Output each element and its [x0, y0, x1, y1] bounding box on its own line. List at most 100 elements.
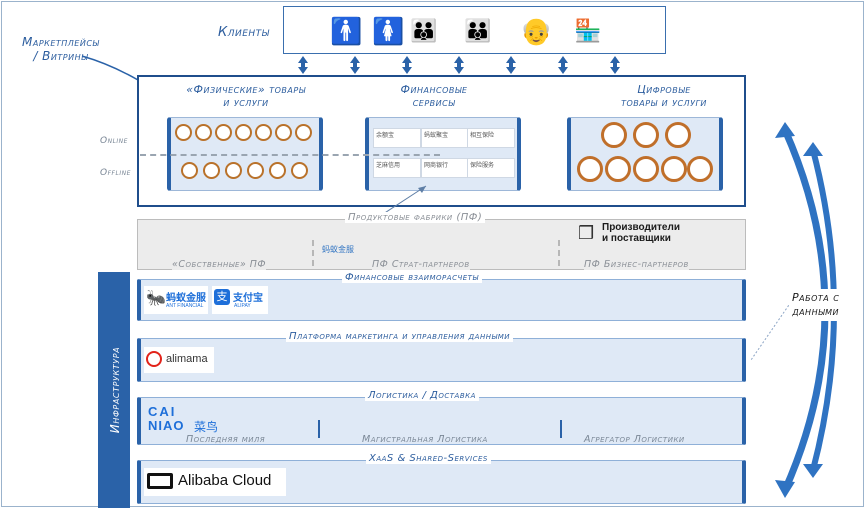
- fin-logo-chip: 余额宝: [373, 128, 421, 148]
- logistics-bar: [137, 397, 746, 445]
- xaas-title: XaaS & Shared-Services: [366, 453, 491, 464]
- digital-service-logo-icon: [605, 156, 631, 182]
- adult-icon: 🚹: [330, 16, 363, 46]
- fin-logo-chip: 相互保险: [467, 128, 515, 148]
- ant-financial-en: ANT FINANCIAL: [166, 303, 204, 309]
- digital-service-logo-icon: [661, 156, 687, 182]
- last-mile-label: Последняя миля: [186, 434, 266, 445]
- infrastructure-band: [98, 272, 130, 508]
- marketplaces-pointer: [81, 55, 139, 81]
- infrastructure-label: Инфраструктура: [108, 346, 122, 434]
- alipay-cn: 支付宝: [233, 293, 263, 304]
- marketplaces-label-line2: / Витрины: [33, 49, 89, 63]
- offline-label: Offline: [100, 168, 131, 178]
- marketing-platform-bar: [137, 338, 746, 382]
- alibaba-cloud-icon: [147, 473, 173, 489]
- digital-goods-line2: товары и услуги: [621, 96, 707, 109]
- ant-small-logo: 蚂蚁金服: [322, 245, 354, 254]
- store-logo-icon: [269, 162, 286, 179]
- cainiao-line1: CAI: [148, 404, 177, 419]
- producers-line2: и поставщики: [602, 233, 671, 244]
- producers-label: Производители и поставщики: [602, 222, 680, 244]
- store-logo-icon: [225, 162, 242, 179]
- fin-settlements-title: Финансовые взаиморасчеты: [342, 272, 482, 283]
- producers-line1: Производители: [602, 222, 680, 233]
- physical-goods-line2: и услуги: [223, 96, 269, 109]
- product-factories-title: Продуктовые фабрики (ПФ): [345, 212, 486, 223]
- data-work-line1: Работа с: [792, 291, 840, 304]
- data-work-line2: данными: [792, 305, 840, 318]
- fin-logo-chip: 保险服务: [467, 158, 515, 178]
- own-pf-label: «Собственные» ПФ: [172, 259, 267, 270]
- trunk-logistics-label: Магистральная Логистика: [362, 434, 488, 445]
- digital-service-logo-icon: [633, 156, 659, 182]
- ant-financial-cn: 蚂蚁金服: [166, 293, 206, 304]
- physical-goods-title: «Физические» товары и услуги: [171, 83, 321, 109]
- logistics-divider: [318, 420, 320, 438]
- alimama-icon: [146, 351, 162, 367]
- data-work-label: Работа с данными: [789, 289, 843, 321]
- marketplace-logo-icon: [235, 124, 252, 141]
- alipay-icon: 支: [214, 289, 230, 305]
- boxes-icon: ❒: [578, 223, 595, 243]
- digital-service-logo-icon: [601, 122, 627, 148]
- digital-service-logo-icon: [577, 156, 603, 182]
- cainiao-logo: CAI NIAO 菜鸟: [146, 404, 220, 434]
- marketplace-logo-icon: [275, 124, 292, 141]
- pf-divider: [558, 240, 560, 266]
- alipay-logo: 支 支付宝 ALIPAY: [212, 286, 268, 314]
- marketplace-logo-icon: [195, 124, 212, 141]
- financial-services-title: Финансовые сервисы: [379, 83, 489, 109]
- ant-financial-logo: 🐜 蚂蚁金服 ANT FINANCIAL: [144, 286, 208, 314]
- woman-icon: 🚺: [372, 16, 405, 46]
- marketplace-logo-icon: [255, 124, 272, 141]
- marketplace-logo-icon: [215, 124, 232, 141]
- financial-services-line2: сервисы: [412, 96, 456, 109]
- alibaba-cloud-logo: Alibaba Cloud: [144, 468, 286, 496]
- digital-service-logo-icon: [665, 122, 691, 148]
- logistics-divider: [560, 420, 562, 438]
- family-icon: 👪: [464, 18, 492, 43]
- digital-goods-panel: [567, 117, 723, 191]
- store-logo-icon: [291, 162, 308, 179]
- logistics-aggregator-label: Агрегатор Логистики: [584, 434, 685, 445]
- alimama-logo: alimama: [144, 347, 214, 373]
- marketplace-logo-icon: [295, 124, 312, 141]
- digital-goods-title: Цифровые товары и услуги: [609, 83, 719, 109]
- online-label: Online: [100, 136, 128, 146]
- financial-services-line1: Финансовые: [400, 83, 468, 96]
- cainiao-cn: 菜鸟: [194, 420, 219, 434]
- marketplaces-box: «Физические» товары и услуги Финансовые …: [137, 75, 746, 207]
- ant-financial-icon: 🐜: [146, 290, 166, 307]
- marketplaces-label-line1: Маркетплейсы: [22, 35, 100, 49]
- client-arrows: [298, 56, 620, 74]
- online-offline-divider: [140, 154, 440, 156]
- digital-goods-line1: Цифровые: [637, 83, 691, 96]
- store-icon: 🏪: [574, 18, 602, 43]
- alipay-en: ALIPAY: [234, 303, 251, 309]
- digital-service-logo-icon: [687, 156, 713, 182]
- marketing-platform-title: Платформа маркетинга и управления данным…: [286, 331, 513, 342]
- business-partners-label: ПФ Бизнес-партнеров: [584, 259, 689, 270]
- cainiao-line2: NIAO: [148, 418, 185, 433]
- pf-divider: [312, 240, 314, 266]
- clients-title: Клиенты: [218, 25, 270, 40]
- alimama-text: alimama: [166, 353, 208, 365]
- strat-partners-label: ПФ Страт-партнеров: [372, 259, 470, 270]
- fin-logo-chip: 芝麻信用: [373, 158, 421, 178]
- marketplace-logo-icon: [175, 124, 192, 141]
- physical-goods-line1: «Физические» товары: [186, 83, 306, 96]
- clients-box: Клиенты 🚹 🚺 👪 👪 👴 🏪: [218, 6, 666, 54]
- elderly-icon: 👴: [520, 16, 553, 46]
- family-icon: 👪: [410, 18, 438, 43]
- fin-logo-chip: 蚂蚁聚宝: [421, 128, 469, 148]
- store-logo-icon: [203, 162, 220, 179]
- digital-service-logo-icon: [633, 122, 659, 148]
- alibaba-cloud-text: Alibaba Cloud: [178, 472, 272, 489]
- logistics-title: Логистика / Доставка: [365, 390, 479, 401]
- store-logo-icon: [181, 162, 198, 179]
- fin-logo-chip: 网商银行: [421, 158, 469, 178]
- store-logo-icon: [247, 162, 264, 179]
- marketplaces-label: Маркетплейсы / Витрины: [22, 35, 99, 63]
